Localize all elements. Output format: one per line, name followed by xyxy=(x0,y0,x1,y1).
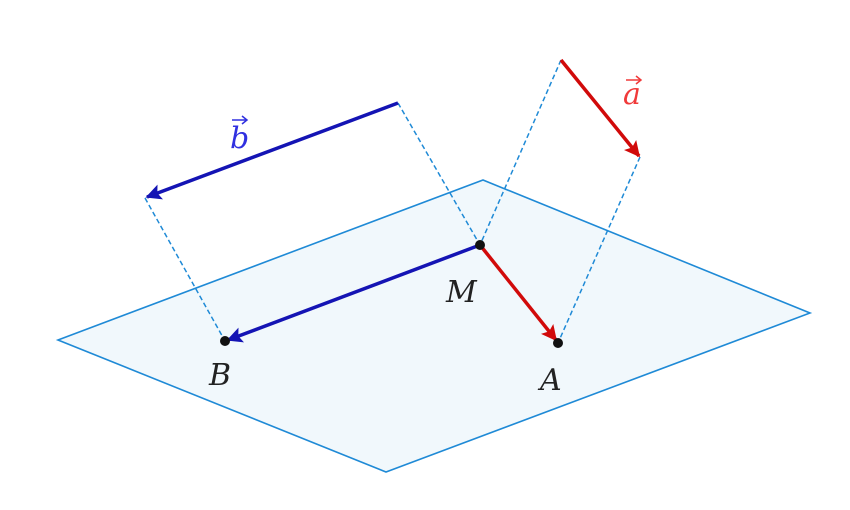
label-point-A: A xyxy=(537,363,562,398)
dashed-line xyxy=(479,59,562,246)
point-A xyxy=(553,338,563,348)
projection-lines xyxy=(144,59,641,344)
plane xyxy=(55,179,813,473)
vector-a-arrow xyxy=(559,58,641,158)
vector-arrow-icon xyxy=(626,75,643,85)
vector-arrow-icon xyxy=(232,115,249,125)
vector-MA-arrow xyxy=(478,243,558,342)
dashed-line xyxy=(144,197,226,342)
label-point-B: B xyxy=(208,358,231,393)
label-vector-b: b xyxy=(230,121,249,156)
vector-b-arrow xyxy=(145,101,399,200)
dashed-line xyxy=(397,102,481,246)
label-point-M: M xyxy=(445,275,478,310)
dashed-line xyxy=(557,156,641,344)
point-M xyxy=(475,240,485,250)
point-B xyxy=(220,336,230,346)
label-vector-a: a xyxy=(623,77,641,112)
vector-MB-arrow xyxy=(226,243,481,343)
